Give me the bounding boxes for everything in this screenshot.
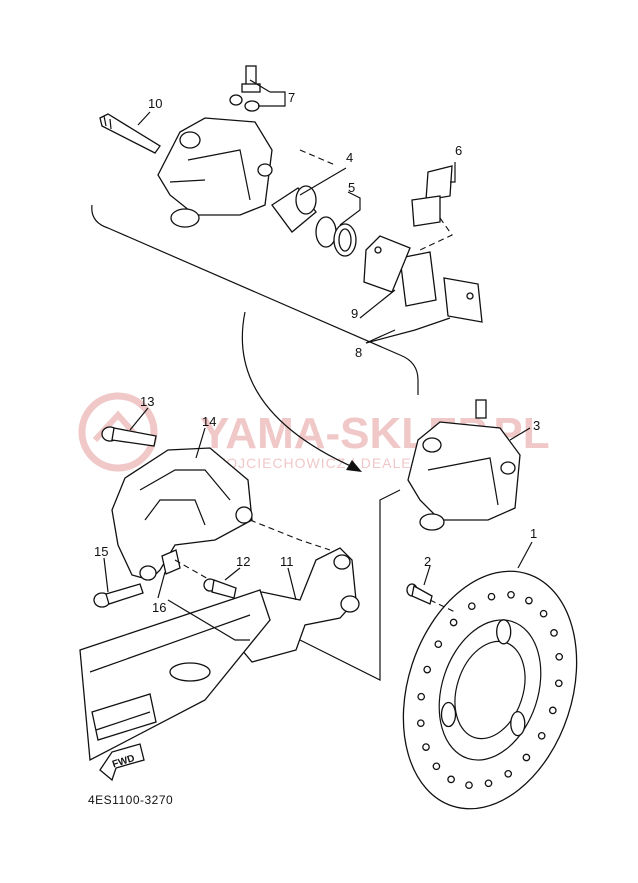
callout-labels: 10 7 4 5 6 9 8 13 14 3 1 2 12 11 15 16: [94, 90, 540, 615]
part-12-bolt: [203, 578, 237, 599]
caliper-body-exploded: [157, 117, 273, 228]
callout-4: 4: [346, 150, 353, 165]
diagram-code: 4ES1100-3270: [88, 793, 173, 807]
disc-hole: [548, 706, 557, 715]
assembly-lines: [167, 149, 456, 681]
disc-hole: [507, 590, 515, 599]
assembly-arrowhead: [346, 460, 362, 472]
disc-hole: [522, 753, 531, 762]
disc-hole: [504, 769, 513, 778]
disc-hole: [417, 692, 426, 701]
callout-6: 6: [455, 143, 462, 158]
leader-lines: [103, 79, 533, 601]
part-5-seals: [315, 216, 357, 257]
disc-hole: [422, 743, 430, 751]
swingarm: [79, 589, 271, 762]
disc-slot: [496, 619, 512, 645]
callout-8: 8: [355, 345, 362, 360]
callout-13: 13: [140, 394, 154, 409]
callout-9: 9: [351, 306, 358, 321]
assembly-arrow: [241, 311, 356, 469]
callout-5: 5: [348, 180, 355, 195]
callout-1: 1: [530, 526, 537, 541]
part-16-clip: [161, 549, 181, 575]
disc-hole: [416, 719, 425, 728]
disc-hole: [554, 679, 563, 688]
disc-hole: [465, 781, 473, 790]
disc-hole: [423, 665, 432, 674]
disc-hole: [447, 775, 455, 784]
disc-slot: [440, 701, 457, 728]
disc-hole: [432, 762, 441, 771]
disc-hole: [525, 596, 533, 605]
disc-hole: [550, 629, 558, 637]
disc-hole: [555, 652, 564, 661]
part-9-shim: [363, 235, 411, 293]
part-13-bolt: [101, 426, 157, 447]
callout-12: 12: [236, 554, 250, 569]
callout-16: 16: [152, 600, 166, 615]
part-2-disc-bolt: [406, 583, 433, 605]
callout-10: 10: [148, 96, 162, 111]
part-8-brake-pads: [399, 251, 483, 323]
part-6-pad-support: [411, 165, 453, 227]
disc-hole: [487, 592, 496, 601]
disc-hole: [539, 609, 548, 618]
disc-hole: [434, 640, 443, 649]
callout-11: 11: [280, 554, 294, 569]
disc-slot: [510, 710, 526, 737]
part-4-piston: [271, 185, 317, 233]
callout-3: 3: [533, 418, 540, 433]
part-7-bleed-screw: [229, 65, 261, 112]
callout-15: 15: [94, 544, 108, 559]
disc-hole: [537, 731, 546, 740]
part-15-bolt: [93, 583, 144, 608]
disc-hole: [449, 618, 458, 627]
callout-14: 14: [202, 414, 216, 429]
part-1-brake-disc: [402, 570, 578, 810]
callout-7: 7: [288, 90, 295, 105]
callout-2: 2: [424, 554, 431, 569]
part-3-caliper-assembly: [407, 399, 521, 531]
disc-hole: [484, 779, 493, 788]
part-14-caliper-bracket: [111, 447, 253, 581]
disc-hole: [467, 602, 476, 611]
exploded-group-bracket: [91, 204, 419, 395]
part-10-pin-bolt: [99, 113, 161, 154]
